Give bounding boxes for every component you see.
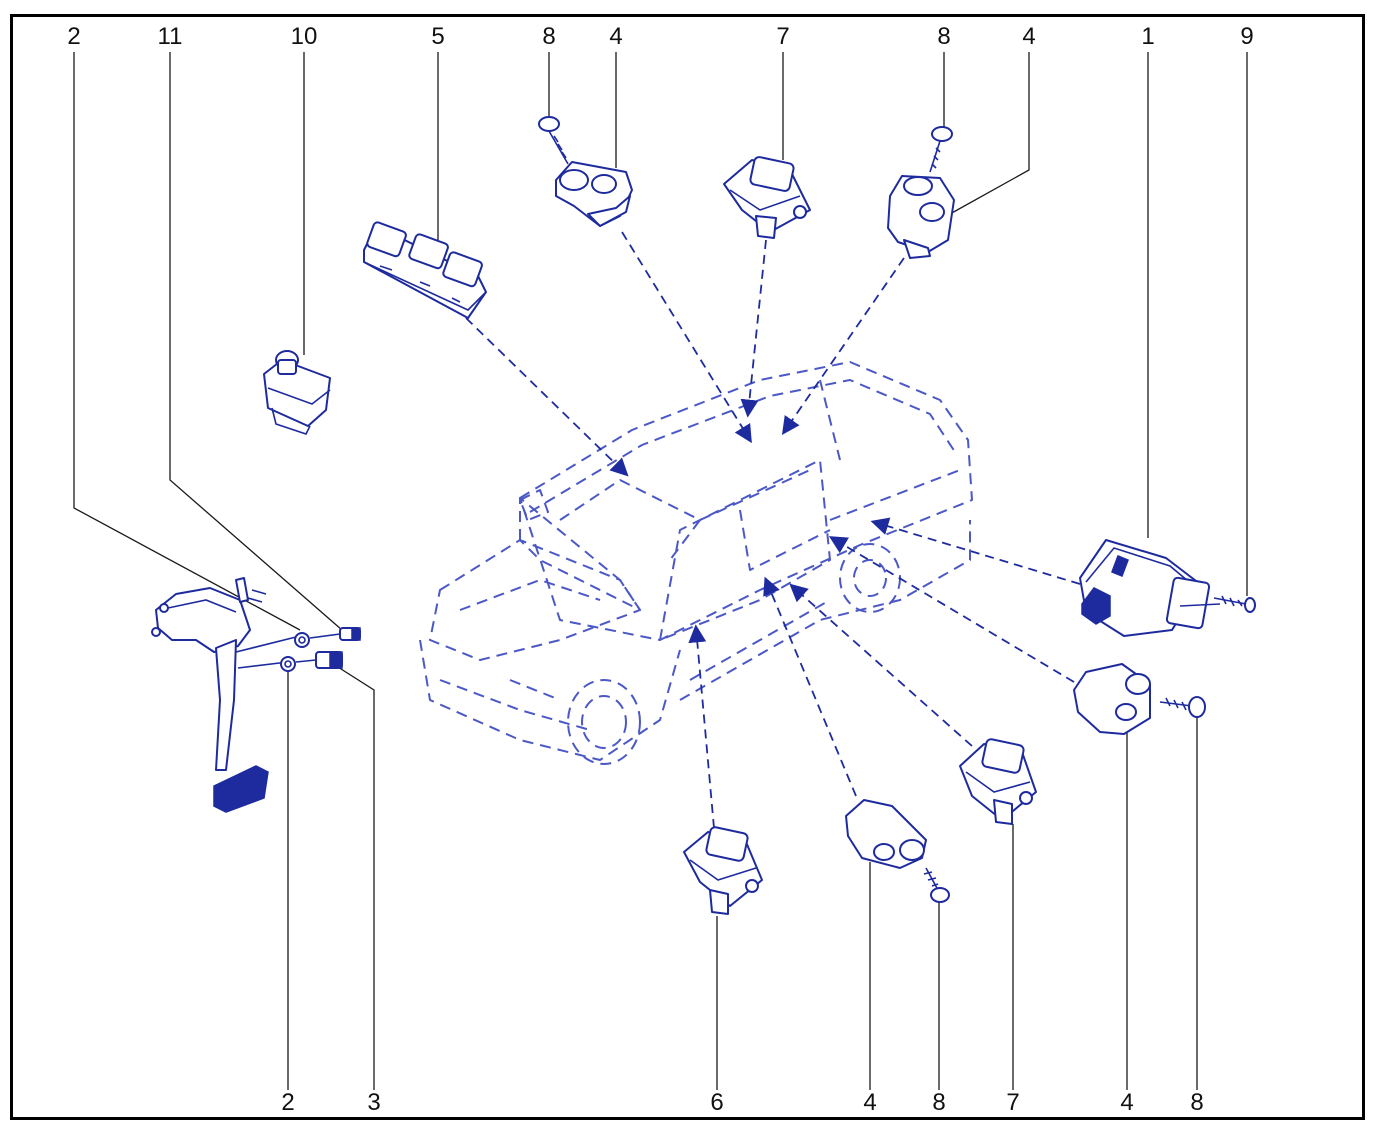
module-1 <box>1079 539 1221 637</box>
callout-3: 3 <box>367 1089 380 1116</box>
switch-7-bottom <box>959 738 1037 825</box>
arrow-4-bottom-to-car <box>763 576 857 797</box>
callout-labels-top: 2 11 10 5 8 4 7 8 4 1 9 <box>67 23 1253 50</box>
arrow-6-to-car <box>688 624 715 829</box>
callout-8-top-right: 8 <box>937 23 950 50</box>
callout-10: 10 <box>291 23 318 50</box>
screw-8-bottom <box>923 867 950 903</box>
callout-9: 9 <box>1240 23 1253 50</box>
switch-4-bottom <box>845 799 927 869</box>
callout-6: 6 <box>710 1089 723 1116</box>
switch-4-top-left <box>555 161 633 227</box>
callout-4-top-right: 4 <box>1022 23 1035 50</box>
switch-7-top <box>723 156 811 239</box>
pedal-assembly <box>151 577 301 813</box>
callout-4-bottom: 4 <box>863 1089 876 1116</box>
leader-11 <box>169 52 343 631</box>
callout-1: 1 <box>1141 23 1154 50</box>
callout-8-bottom-right: 8 <box>1190 1089 1203 1116</box>
callout-4-top-left: 4 <box>609 23 622 50</box>
arrow-7-top-to-car <box>740 239 767 418</box>
leader-2-top <box>73 52 301 631</box>
callout-8-bottom: 8 <box>932 1089 945 1116</box>
arrow-5-to-car <box>465 317 629 477</box>
arrow-1-to-car <box>870 517 1081 585</box>
door-switch-block-5 <box>363 221 487 319</box>
callout-7-top: 7 <box>776 23 789 50</box>
arrow-4-top-left-to-car <box>621 231 752 444</box>
switch-6-bottom <box>683 826 763 915</box>
switch-11 <box>309 627 361 641</box>
leader-3 <box>329 661 375 1090</box>
callout-7-bottom: 7 <box>1006 1089 1019 1116</box>
mirror-switch-10 <box>263 350 331 435</box>
grommet-2-top <box>294 632 310 648</box>
screw-9 <box>1213 595 1256 613</box>
callout-5: 5 <box>431 23 444 50</box>
arrow-4-top-right-to-car <box>781 257 905 435</box>
callout-4-bottom-right: 4 <box>1120 1089 1133 1116</box>
arrow-4-right-to-car <box>828 536 1075 683</box>
stop-switch-3 <box>295 651 343 669</box>
callout-2-top: 2 <box>67 23 80 50</box>
screw-8-top-left <box>538 116 569 165</box>
arrow-7-bottom-to-car <box>789 583 973 747</box>
callout-2-bottom: 2 <box>281 1089 294 1116</box>
screw-8-right <box>1159 696 1206 718</box>
switch-4-right <box>1073 663 1151 735</box>
car-outline <box>419 361 973 765</box>
callout-labels-bottom: 2 3 6 4 8 7 4 8 <box>281 1089 1203 1116</box>
diagram-frame <box>10 14 1365 1120</box>
switch-4-top-right <box>887 175 955 259</box>
assembly-arrows <box>465 231 1081 829</box>
leader-lines <box>73 52 1248 1090</box>
callout-11: 11 <box>158 23 183 50</box>
grommet-2-bottom <box>280 656 296 672</box>
leader-4-top-right <box>949 52 1030 215</box>
screw-8-top-right <box>929 126 953 173</box>
callout-8-top-left: 8 <box>542 23 555 50</box>
